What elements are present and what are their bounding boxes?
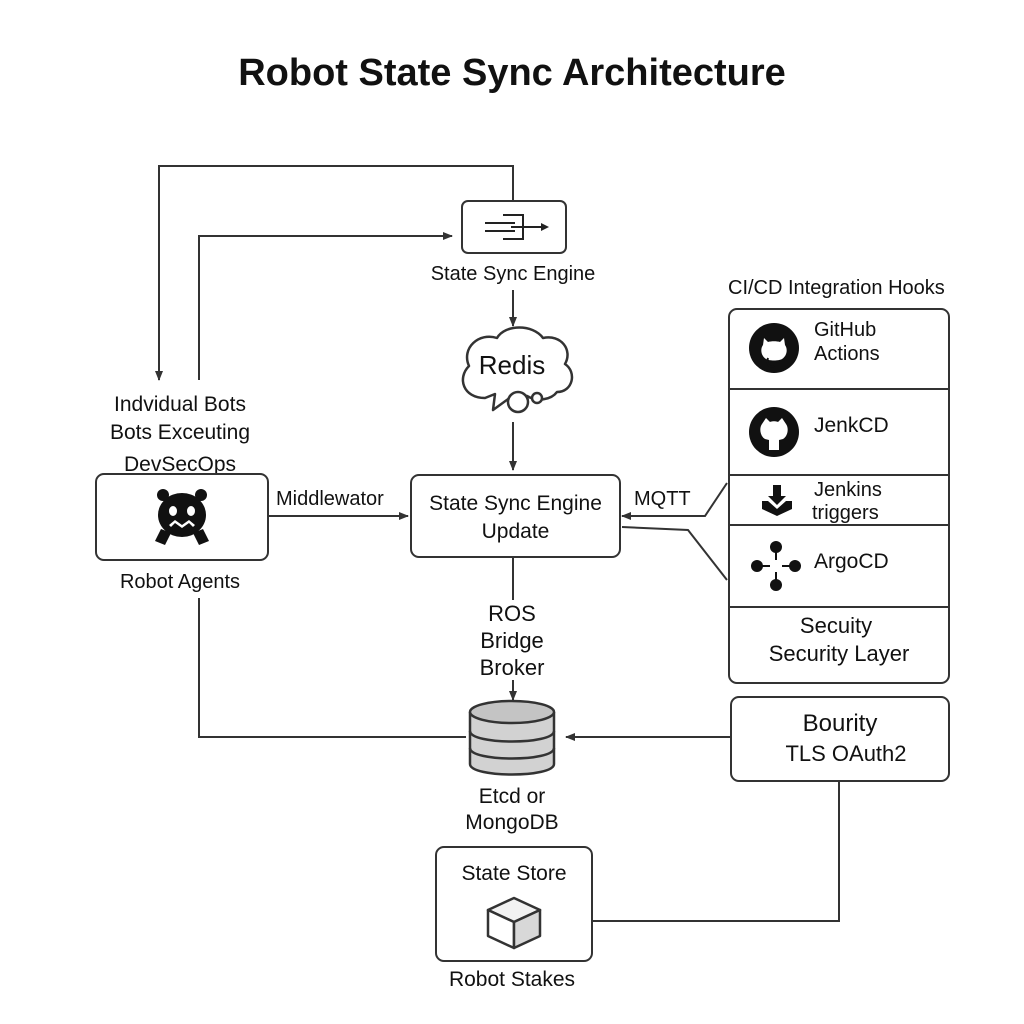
github-icon: [749, 323, 799, 373]
cicd-item-label: Security Layer: [768, 641, 910, 666]
download-tray-icon: [762, 485, 792, 516]
cicd-item-argocd[interactable]: ArgoCD: [730, 526, 948, 606]
cicd-panel: GitHub Actions JenkCD Jenkins triggers: [728, 308, 950, 684]
bots-line-3: DevSecOps: [123, 453, 237, 476]
database-line-2: MongoDB: [465, 811, 559, 834]
cicd-divider: [730, 606, 948, 608]
bridge-line-2: Bridge: [432, 628, 592, 654]
database-icon[interactable]: [462, 698, 562, 780]
wire-mqtt-to-update: [621, 482, 728, 520]
security-line-1: Bourity: [802, 710, 878, 737]
cicd-item-label: Actions: [814, 343, 880, 365]
wire-update-to-argocd: [621, 526, 728, 581]
security-box[interactable]: Bourity TLS OAuth2: [730, 696, 950, 782]
cube-icon: [486, 896, 542, 950]
robot-agents-box[interactable]: [95, 473, 269, 561]
sync-engine-box[interactable]: [461, 200, 567, 254]
robot-agents-label: Robot Agents: [119, 571, 241, 593]
cicd-item-label: JenkCD: [814, 414, 889, 437]
cicd-item-security-layer[interactable]: Secuity Security Layer: [730, 608, 948, 680]
sync-update-box[interactable]: State Sync Engine Update: [410, 474, 621, 558]
cicd-divider: [730, 474, 948, 476]
sync-update-line-2: Update: [481, 520, 550, 543]
state-store-label: State Store: [461, 862, 567, 885]
cicd-item-github-actions[interactable]: GitHub Actions: [730, 310, 948, 388]
redis-label: Redis: [478, 350, 546, 380]
wire-security-to-store: [591, 780, 840, 922]
mqtt-label: MQTT: [634, 488, 691, 510]
state-store-caption: Robot Stakes: [448, 968, 576, 991]
sync-update-line-1: State Sync Engine: [429, 492, 602, 515]
cloud-icon: [461, 326, 574, 414]
bots-line-1: Indvidual Bots: [114, 393, 246, 416]
wire-agents-to-database: [198, 598, 466, 738]
cicd-item-jenkcd[interactable]: JenkCD: [730, 390, 948, 474]
bots-line-2: Bots Exceuting: [109, 421, 251, 444]
cicd-item-label: GitHub: [814, 319, 877, 341]
sync-engine-icon: [485, 214, 549, 240]
robot-icon: [155, 489, 209, 545]
argocd-icon: [751, 541, 801, 591]
bridge-line-3: Broker: [432, 655, 592, 681]
cicd-item-label: Secuity: [799, 613, 873, 638]
cicd-item-jenkins[interactable]: Jenkins triggers: [730, 476, 948, 524]
octocat-icon: [749, 407, 799, 457]
security-line-2: TLS OAuth2: [785, 741, 907, 766]
cicd-divider: [730, 388, 948, 390]
middleware-label: Middlewator: [276, 488, 384, 510]
cicd-heading: CI/CD Integration Hooks: [728, 277, 945, 299]
cicd-item-label: Jenkins: [814, 479, 882, 501]
wire-engine-to-bots: [155, 165, 514, 381]
state-store-box[interactable]: State Store: [435, 846, 593, 962]
cicd-item-label: triggers: [812, 502, 879, 524]
cicd-divider: [730, 524, 948, 526]
database-line-1: Etcd or: [478, 785, 546, 808]
bridge-line-1: ROS: [432, 601, 592, 627]
page-title: Robot State Sync Architecture: [238, 52, 786, 94]
wire-bots-to-engine: [198, 232, 453, 380]
sync-engine-label: State Sync Engine: [430, 263, 596, 285]
cicd-item-label: ArgoCD: [814, 550, 889, 573]
